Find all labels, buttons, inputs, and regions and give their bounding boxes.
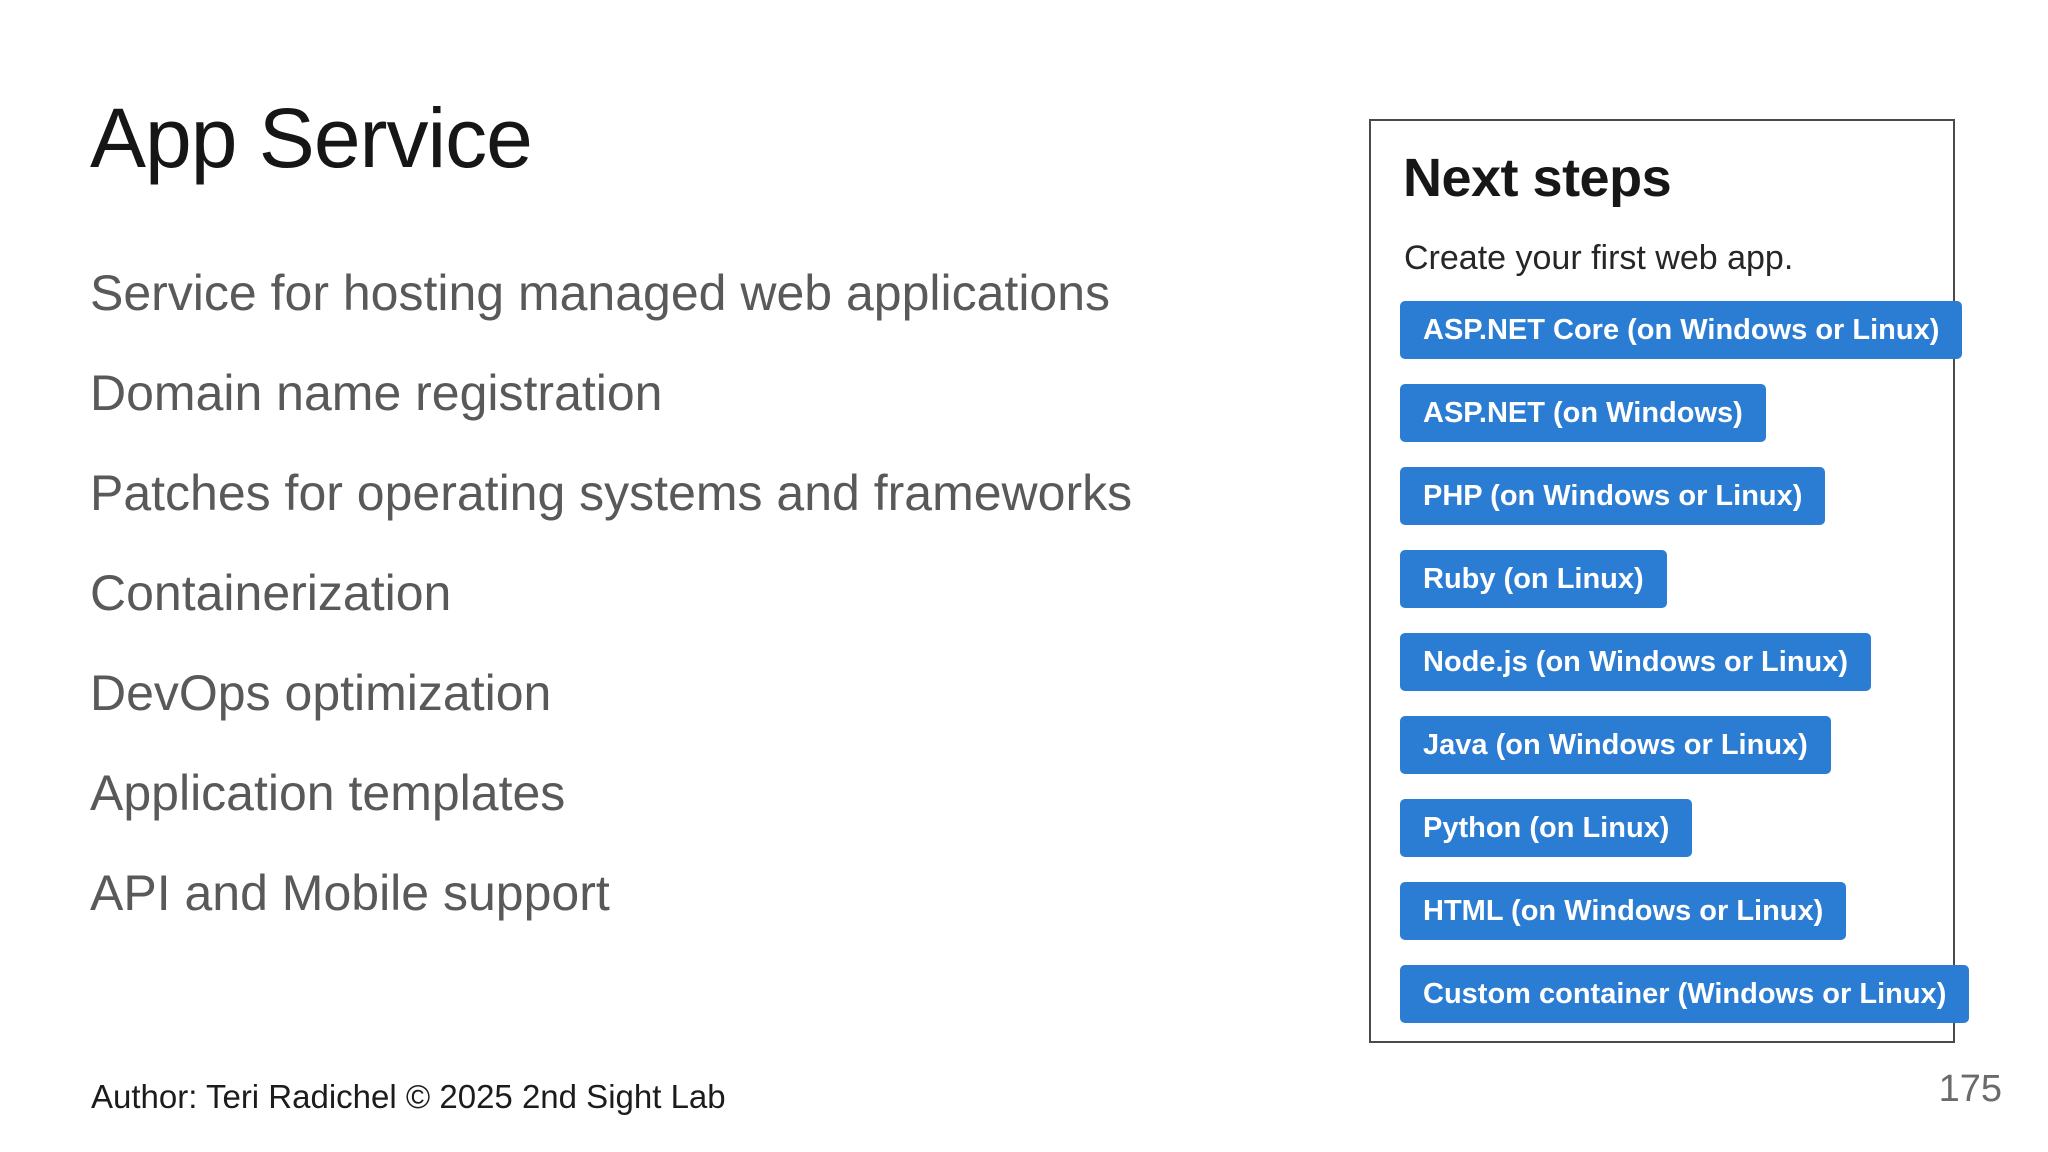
aspnet-core-button[interactable]: ASP.NET Core (on Windows or Linux) <box>1400 301 1963 359</box>
page-title: App Service <box>90 91 533 185</box>
list-item: Patches for operating systems and framew… <box>90 465 1133 521</box>
list-item: Service for hosting managed web applicat… <box>90 265 1111 321</box>
php-button[interactable]: PHP (on Windows or Linux) <box>1400 467 1826 525</box>
author-footer: Author: Teri Radichel © 2025 2nd Sight L… <box>91 1078 726 1115</box>
list-item: API and Mobile support <box>90 865 610 921</box>
list-item: DevOps optimization <box>90 665 552 721</box>
next-steps-panel: Next steps Create your first web app. AS… <box>1369 119 1970 1043</box>
custom-container-button[interactable]: Custom container (Windows or Linux) <box>1400 965 1970 1023</box>
list-item: Application templates <box>90 765 566 821</box>
page-number: 175 <box>1938 1068 2002 1110</box>
ruby-button[interactable]: Ruby (on Linux) <box>1400 550 1667 608</box>
html-button[interactable]: HTML (on Windows or Linux) <box>1400 882 1847 940</box>
list-item: Containerization <box>90 565 452 621</box>
next-steps-title: Next steps <box>1403 148 1672 208</box>
feature-list: Service for hosting managed web applicat… <box>90 243 1290 943</box>
next-steps-subtitle: Create your first web app. <box>1404 239 1794 277</box>
list-item: Domain name registration <box>90 365 663 421</box>
java-button[interactable]: Java (on Windows or Linux) <box>1400 716 1831 774</box>
aspnet-button[interactable]: ASP.NET (on Windows) <box>1400 384 1766 442</box>
python-button[interactable]: Python (on Linux) <box>1400 799 1693 857</box>
framework-button-list: ASP.NET Core (on Windows or Linux) ASP.N… <box>1371 121 1970 1041</box>
nodejs-button[interactable]: Node.js (on Windows or Linux) <box>1400 633 1872 691</box>
